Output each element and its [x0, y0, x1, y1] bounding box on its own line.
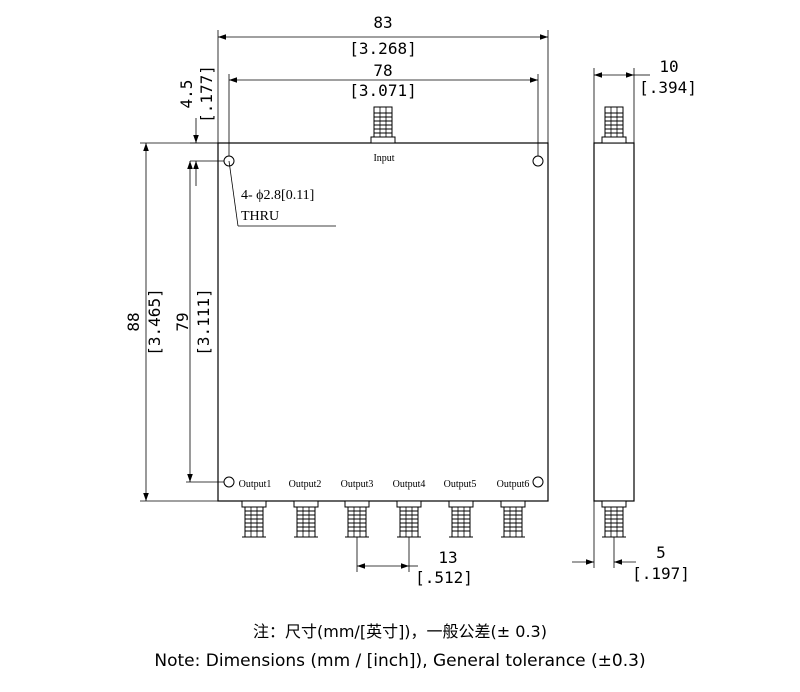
- dim-top-offset-mm: 4.5: [177, 80, 196, 109]
- dim-overall-width-inch: [3.268]: [349, 39, 416, 58]
- dimension-texts: 83 [3.268] 78 [3.071] 4.5 [.177] 88 [3.4…: [124, 13, 473, 587]
- output-connector: [448, 500, 474, 538]
- dim-side-offset-inch: [.197]: [632, 564, 690, 583]
- output-label: Output5: [444, 479, 477, 490]
- output-connector: [344, 500, 370, 538]
- output-connector: [293, 500, 319, 538]
- hole-note-line2: THRU: [241, 209, 279, 224]
- input-label: Input: [373, 153, 394, 164]
- dim-overall-width-mm: 83: [373, 13, 392, 32]
- dim-thickness-mm: 10: [659, 57, 678, 76]
- dim-hole-height-mm: 79: [173, 312, 192, 331]
- side-input-connector: [601, 106, 627, 144]
- dim-pitch-inch: [.512]: [415, 568, 473, 587]
- dim-side-offset-mm: 5: [656, 543, 666, 562]
- mounting-hole-bottom-right: [532, 476, 544, 488]
- side-output-connector: [601, 500, 627, 538]
- output-connector: [241, 500, 267, 538]
- output-label: Output6: [497, 479, 530, 490]
- dim-pitch-mm: 13: [438, 548, 457, 567]
- input-connector: [370, 106, 396, 144]
- note-chinese: 注：尺寸(mm/[英寸])，一般公差(± 0.3): [253, 622, 547, 641]
- dim-overall-height-mm: 88: [124, 312, 143, 331]
- output-label: Output1: [239, 479, 272, 490]
- output-label: Output4: [393, 479, 426, 490]
- hole-note-line1: 4- ϕ2.8[0.11]: [241, 188, 314, 203]
- dim-hole-width-inch: [3.071]: [349, 81, 416, 100]
- side-view: 10 [.394] 5 [.197]: [572, 57, 697, 583]
- output-connector: [500, 500, 526, 538]
- dim-hole-width-mm: 78: [373, 61, 392, 80]
- output-connector: [396, 500, 422, 538]
- mechanical-drawing: Input Output1 Output2 Output3 Output4 Ou…: [124, 13, 697, 587]
- dim-hole-height-inch: [3.111]: [194, 288, 213, 355]
- note-english: Note: Dimensions (mm / [inch]), General …: [154, 651, 646, 671]
- hole-callout: 4- ϕ2.8[0.11] THRU: [228, 160, 336, 227]
- dimension-lines: [140, 30, 549, 572]
- output-label: Output3: [341, 479, 374, 490]
- dim-thickness-inch: [.394]: [639, 78, 697, 97]
- output-label: Output2: [289, 479, 322, 490]
- front-view: Input Output1 Output2 Output3 Output4 Ou…: [217, 106, 549, 538]
- dim-overall-height-inch: [3.465]: [145, 288, 164, 355]
- side-body: [593, 142, 635, 502]
- dim-top-offset-inch: [.177]: [197, 65, 216, 123]
- housing-body: [217, 142, 549, 502]
